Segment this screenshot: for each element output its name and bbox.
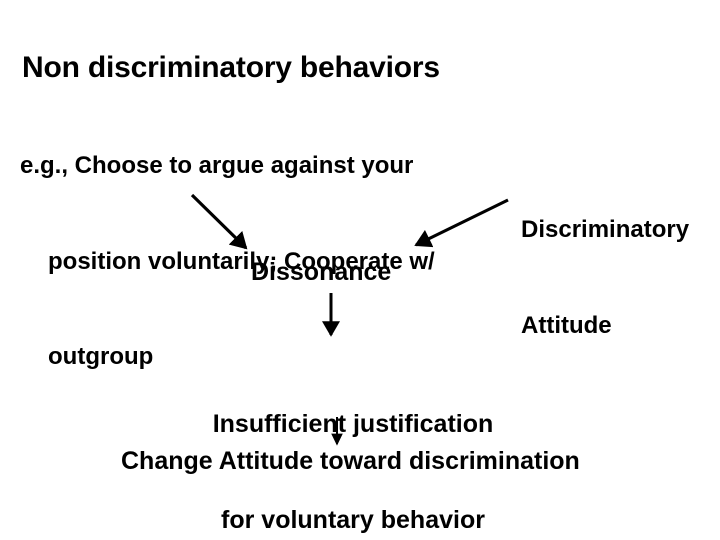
- dissonance-label: Dissonance: [251, 258, 392, 286]
- discriminatory-attitude-label: Discriminatory Attitude: [521, 150, 720, 405]
- insufficient-line-2: for voluntary behavior: [221, 506, 485, 534]
- insufficient-justification-label: Insufficient justification for voluntary…: [193, 344, 513, 540]
- example-line-1: e.g., Choose to argue against your: [20, 151, 414, 179]
- example-line-2: position voluntarily; Cooperate w/: [48, 247, 435, 275]
- change-attitude-label: Change Attitude toward discrimination: [121, 447, 580, 475]
- page-title: Non discriminatory behaviors: [22, 51, 440, 85]
- insufficient-line-1: Insufficient justification: [212, 410, 494, 438]
- example-line-3: outgroup: [48, 343, 154, 371]
- attitude-line-1: Discriminatory: [521, 215, 690, 243]
- attitude-line-2: Attitude: [521, 311, 612, 339]
- example-body-text: e.g., Choose to argue against your posit…: [20, 86, 540, 437]
